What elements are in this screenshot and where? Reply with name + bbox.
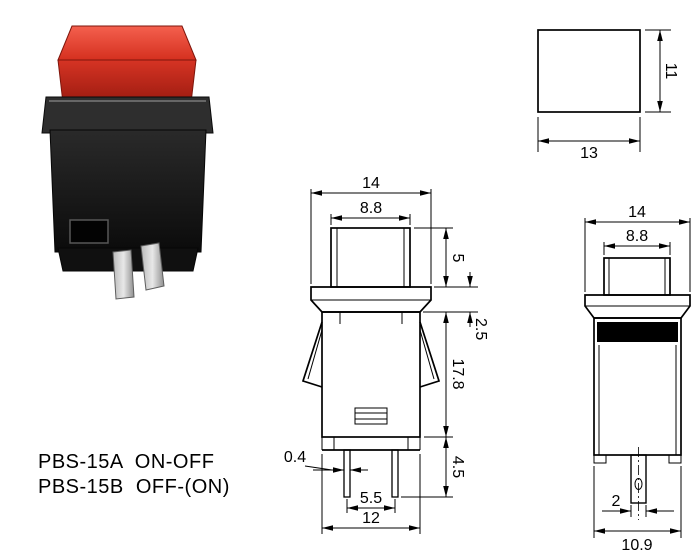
dim-label-front-button-width: 8.8 bbox=[360, 200, 382, 217]
side-view-drawing: 14 8.8 2 10.9 bbox=[584, 204, 691, 554]
leader-line bbox=[304, 465, 333, 471]
dim-label-front-button-height: 5 bbox=[449, 254, 466, 263]
front-pin-left bbox=[343, 449, 351, 498]
dim-top-view-height: 11 bbox=[645, 29, 679, 113]
dim-side-pin-width: 2 bbox=[602, 493, 674, 517]
dim-label-front-pin-thickness: 0.4 bbox=[284, 449, 306, 466]
body-notch bbox=[69, 219, 109, 244]
side-black-band bbox=[597, 322, 678, 342]
front-button bbox=[330, 227, 411, 288]
dim-label-side-overall-width: 14 bbox=[628, 204, 646, 221]
dim-front-pin-thickness: 0.4 bbox=[284, 449, 368, 473]
side-view-part bbox=[584, 257, 691, 520]
front-contact-block bbox=[354, 407, 388, 425]
front-view-part bbox=[301, 227, 441, 498]
model-line-2: PBS-15B OFF-(ON) bbox=[38, 476, 230, 498]
front-view-drawing: 14 8.8 5 2.5 17.8 4.5 bbox=[284, 175, 489, 534]
dim-label-front-pin-length: 4.5 bbox=[449, 456, 466, 478]
dim-label-front-flange-height: 2.5 bbox=[472, 318, 489, 340]
dim-label-side-pin-width: 2 bbox=[612, 493, 621, 510]
dim-label-top-height: 11 bbox=[662, 63, 679, 80]
front-right-wing bbox=[419, 321, 441, 388]
dim-label-side-button-width: 8.8 bbox=[626, 228, 648, 245]
dim-front-button-height: 5 bbox=[414, 227, 478, 288]
dim-front-body-height: 17.8 bbox=[424, 312, 466, 438]
cap-top-face bbox=[57, 25, 197, 61]
detail-line bbox=[307, 329, 323, 380]
dim-label-front-body-height: 17.8 bbox=[449, 358, 466, 389]
dim-label-front-base-width: 12 bbox=[362, 510, 380, 527]
side-foot-left bbox=[593, 455, 607, 464]
dim-front-flange-height: 2.5 bbox=[423, 272, 489, 340]
detail-line bbox=[419, 329, 435, 380]
dim-front-pin-length: 4.5 bbox=[401, 437, 466, 498]
dim-front-pin-spacing: 5.5 bbox=[346, 490, 396, 513]
dim-label-front-overall-width: 14 bbox=[362, 175, 380, 192]
dim-label-front-pin-spacing: 5.5 bbox=[360, 490, 382, 507]
side-button bbox=[603, 257, 671, 296]
dim-front-base-width: 12 bbox=[321, 454, 421, 534]
dim-side-button-width: 8.8 bbox=[603, 228, 671, 255]
front-body bbox=[321, 311, 421, 438]
side-foot-right bbox=[668, 455, 682, 464]
model-labels: PBS-15A ON-OFF PBS-15B OFF-(ON) bbox=[38, 451, 230, 498]
terminal-right bbox=[140, 242, 165, 291]
model-line-1: PBS-15A ON-OFF bbox=[38, 451, 214, 473]
top-view-drawing: 11 13 bbox=[537, 29, 679, 162]
product-photo bbox=[41, 25, 214, 300]
dim-top-view-width: 13 bbox=[537, 117, 641, 162]
dim-label-top-width: 13 bbox=[580, 145, 598, 162]
front-left-wing bbox=[301, 321, 323, 388]
dim-front-overall-width: 14 bbox=[310, 175, 432, 284]
terminal-left bbox=[112, 249, 135, 300]
dim-front-button-width: 8.8 bbox=[330, 200, 411, 225]
dim-label-side-base-width: 10.9 bbox=[621, 537, 652, 554]
bezel-top-face bbox=[41, 96, 214, 134]
dim-side-overall-width: 14 bbox=[584, 204, 691, 292]
front-pin-right bbox=[391, 449, 399, 498]
dim-side-base-width: 10.9 bbox=[593, 466, 682, 554]
top-view-outline bbox=[537, 29, 641, 113]
